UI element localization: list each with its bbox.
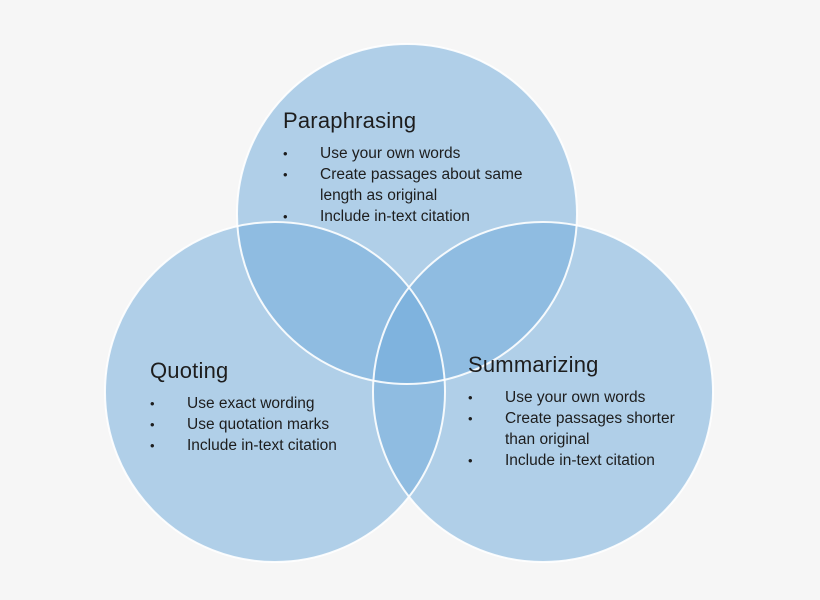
quoting-bullet-list: • Use exact wording • Use quotation mark… <box>150 393 418 456</box>
list-item: • Create passages shorter than original <box>468 408 736 450</box>
list-item: • Include in-text citation <box>468 450 736 471</box>
summarizing-bullet-list: • Use your own words • Create passages s… <box>468 387 736 471</box>
bullet-icon: • <box>150 417 155 432</box>
bullet-text: Create passages shorter than original <box>505 410 675 448</box>
quoting-circle-outline <box>104 221 446 563</box>
bullet-icon: • <box>283 209 288 224</box>
bullet-icon: • <box>283 167 288 182</box>
quoting-section: Quoting • Use exact wording • Use quotat… <box>150 357 418 456</box>
list-item: • Include in-text citation <box>150 435 418 456</box>
list-item: • Use your own words <box>468 387 736 408</box>
summarizing-circle <box>373 222 713 562</box>
list-item: • Create passages about same length as o… <box>283 164 551 206</box>
bullet-text: Include in-text citation <box>320 208 470 225</box>
venn-circle-fills <box>105 44 713 562</box>
list-item: • Use your own words <box>283 143 551 164</box>
bullet-text: Use your own words <box>505 389 646 406</box>
paraphrasing-circle-outline <box>236 43 578 385</box>
quoting-circle <box>105 222 445 562</box>
paraphrasing-section: Paraphrasing • Use your own words • Crea… <box>283 107 551 227</box>
paraphrasing-title: Paraphrasing <box>283 108 417 133</box>
bullet-icon: • <box>150 396 155 411</box>
bullet-text: Include in-text citation <box>505 452 655 469</box>
list-item: • Use quotation marks <box>150 414 418 435</box>
bullet-icon: • <box>283 146 288 161</box>
list-item: • Include in-text citation <box>283 206 551 227</box>
quoting-title: Quoting <box>150 358 229 383</box>
bullet-text: Use quotation marks <box>187 416 330 433</box>
summarizing-section: Summarizing • Use your own words • Creat… <box>468 351 736 471</box>
bullet-text: Include in-text citation <box>187 437 337 454</box>
venn-circle-outlines <box>104 43 714 563</box>
paraphrasing-bullet-list: • Use your own words • Create passages a… <box>283 143 551 227</box>
bullet-icon: • <box>468 411 473 426</box>
summarizing-title: Summarizing <box>468 352 599 377</box>
list-item: • Use exact wording <box>150 393 418 414</box>
bullet-icon: • <box>468 390 473 405</box>
bullet-text: Use exact wording <box>187 395 315 412</box>
bullet-icon: • <box>468 453 473 468</box>
bullet-icon: • <box>150 438 155 453</box>
bullet-text: Use your own words <box>320 145 461 162</box>
bullet-text: Create passages about same length as ori… <box>320 166 523 204</box>
summarizing-circle-outline <box>372 221 714 563</box>
